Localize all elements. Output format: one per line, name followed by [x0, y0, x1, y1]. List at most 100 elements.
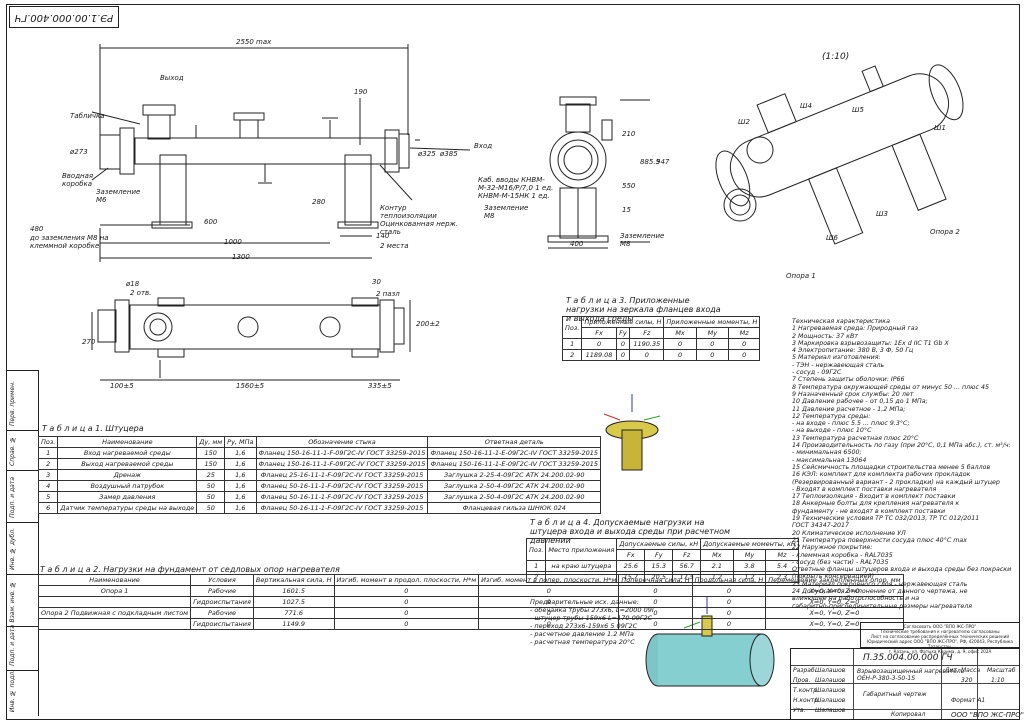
role-label: Т.контр. [793, 687, 820, 694]
sidebar-cell: Подп. и дата [7, 470, 39, 522]
table-cell: 1,6 [224, 447, 257, 459]
sidebar-cell: Подп. и дата [7, 625, 39, 670]
label-grounding-m6: Заземление М6 [96, 188, 141, 204]
iso-label-4: Ш4 [800, 102, 812, 110]
mass-value: 320 [961, 677, 973, 684]
table-cell: 20.5 [644, 571, 674, 583]
role-label: Утв. [793, 707, 806, 714]
role-name: Шалашов [815, 707, 846, 714]
sidebar-cell: Перв. примен. [7, 370, 39, 430]
table-cell: Воздушный патрубок [57, 480, 198, 492]
table-cell: 1027.5 [252, 596, 335, 608]
dim-l480: 480 [30, 225, 44, 233]
dim-d385: ø385 [440, 150, 458, 158]
note-line: 23 Материал покровного слоя - нержавеюща… [792, 580, 968, 588]
table-cell: Заглушка 2-50-4-09Г2С АТК 24.200.02-90 [427, 491, 602, 503]
sidebar-cell: Инв. № дубл. [7, 522, 39, 574]
table-header-cell: Наименование [57, 436, 198, 448]
table-cell: 0 [663, 338, 697, 350]
note-line: 13 Температура расчетная плюс 20°С [792, 434, 919, 442]
table-cell: 3 [37, 469, 59, 481]
table-cell: 0 [618, 618, 693, 630]
title-block: П.35.004.00.000 ГЧ Взрывозащищенный нагр… [790, 648, 1024, 720]
table-header-cell: Место приложения [545, 538, 618, 561]
approval-line: Лист на согласование распределённых техн… [870, 634, 1010, 639]
table-header-cell: Допускаемые силы, кН [616, 538, 702, 550]
table-cell: 2.3 [765, 571, 799, 583]
iso-scale: (1:10) [822, 52, 850, 62]
table-cell: 0 [727, 338, 761, 350]
lit-label: Лит. [945, 667, 959, 674]
prelim-line: - штуцер трубы 159х6 L=170 09Г2С [530, 614, 653, 622]
note-line: ГОСТ 34347-2017 [792, 522, 850, 530]
table-cell: Фланец 150-16-11-1-F-09Г2С-IV ГОСТ 33259… [255, 458, 429, 470]
note-line: 9 Назначенный срок службы: 20 лет [792, 390, 914, 398]
iso-support-2: Опора 2 [930, 228, 960, 236]
table-header-cell: Приложенные моменты, Н [663, 316, 761, 328]
approval-stamp: Согласовать ООО "ВПО ЖС-ПРО"Технические … [860, 622, 1020, 654]
table-cell: 0 [333, 618, 480, 630]
note-line: Ответные фланцы штуцеров входа и выхода … [792, 566, 1012, 574]
prelim-line: - расчетное давление 1.2 МПа [530, 630, 634, 638]
table-cell: 0 [691, 596, 767, 608]
table-subheader-cell: My [732, 549, 767, 561]
dim-overall: 2550 max [236, 38, 272, 46]
table-cell: 4 [37, 480, 59, 492]
note-line: 3 Маркировка взрывозащиты: 1Ex d IIC T1 … [792, 339, 949, 347]
dim-l335: 335±5 [368, 382, 392, 390]
table-header-cell: Изгиб. момент в продол. плоскости, Н*м [333, 574, 480, 586]
copied-label: Копировал [891, 711, 926, 718]
table-cell: 1,6 [224, 458, 257, 470]
note-line: 4 Электропитание: 380 В, 3 Ф, 50 Гц [792, 347, 914, 355]
note-line: - минимальная 6500; [792, 449, 862, 457]
note-line: 8 Температура окружающей среды от минус … [792, 383, 989, 391]
plan-vessel [129, 304, 381, 350]
note-line: 24 Допускается отклонение от данного чер… [792, 587, 968, 595]
table-cell: Фланец 50-16-11-1-F-09Г2С-IV ГОСТ 33259-… [255, 502, 429, 514]
table-header-cell: Условия [190, 574, 254, 586]
dim-l1300: 1300 [232, 253, 250, 261]
table1-title: Т а б л и ц а 1. Штуцера [42, 424, 144, 433]
table-subheader-cell: Fy [615, 327, 631, 339]
dim-w270: 270 [82, 338, 96, 346]
table-subheader-cell: Fx [581, 327, 617, 339]
note-line: 19 Технические условия ТР ТС 032/2013, Т… [792, 515, 980, 523]
table-cell: 50 [196, 480, 226, 492]
table-cell: 0 [615, 338, 631, 350]
table-cell: 1.2 [700, 571, 734, 583]
table-header-cell: Поз. [561, 316, 583, 339]
dim-d325: ø325 [418, 150, 436, 158]
approval-line: Согласовать ООО "ВПО ЖС-ПРО" [903, 624, 977, 629]
dim-places2: 2 пазл [376, 290, 400, 298]
role-name: Шалашов [815, 697, 846, 704]
iso-label-1: Ш1 [934, 124, 946, 132]
table-cell: 1,6 [224, 480, 257, 492]
table-cell: 0 [663, 349, 697, 361]
table-subheader-cell: Fz [672, 549, 702, 561]
vessel-body [134, 137, 398, 165]
table-cell: 15.3 [644, 560, 674, 572]
note-line: влияющее на работоспособность и на [792, 595, 920, 603]
dim-holes2: 2 отв. [130, 289, 152, 297]
product-model: ОЕН-Р-380-3-50-1S [857, 675, 915, 682]
table-cell: 1190.35 [629, 338, 665, 350]
note-line: габаритно-присоединительные размеры нагр… [792, 602, 973, 610]
table-header-cell: Ру, МПа [224, 436, 257, 448]
table-cell: 0 [695, 349, 729, 361]
format-label: Формат А1 [951, 697, 986, 704]
table-cell: 0 [581, 338, 617, 350]
table-cell: 1601.5 [252, 585, 335, 597]
preliminary-data: Предварительные исх. данные:- обечайка т… [530, 598, 655, 646]
note-line: 2 Мощность: 37 кВт [792, 332, 858, 340]
table-header-cell: Допускаемые моменты, кН [700, 538, 799, 550]
table-header-cell: Обозначение стыка [255, 436, 429, 448]
